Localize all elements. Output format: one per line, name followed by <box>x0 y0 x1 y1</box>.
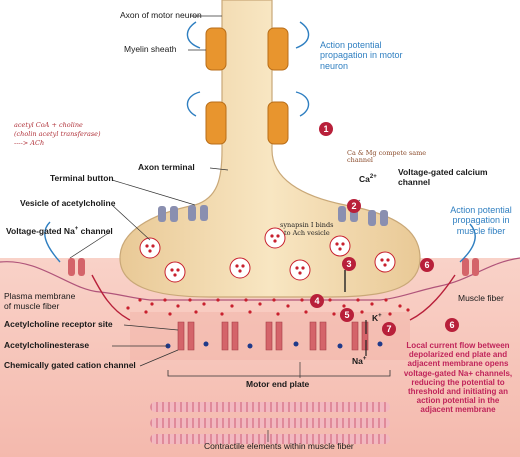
end-plate-bracket <box>167 370 391 377</box>
label-vg-na: Voltage-gated Na+ channel <box>6 225 113 236</box>
contractile-element-2 <box>150 418 390 428</box>
label-myelin: Myelin sheath <box>124 44 177 54</box>
label-ach-receptor: Acetylcholine receptor site <box>4 319 113 329</box>
note-ach-synthesis-3: ----> ACh <box>14 139 45 147</box>
myelin-sheath-3 <box>205 101 227 145</box>
vesicle-1 <box>139 237 161 259</box>
local-current-left <box>91 274 131 321</box>
calcium-channel-2 <box>188 205 208 221</box>
note-synapsin-2: to Ach vesicle <box>284 229 330 237</box>
vesicle-6 <box>329 235 351 257</box>
myelin-sheath-4 <box>267 101 289 145</box>
vesicle-7 <box>374 251 396 273</box>
label-contractile: Contractile elements within muscle fiber <box>204 441 354 451</box>
label-motor-end-plate: Motor end plate <box>246 379 310 389</box>
receptor-channels <box>177 321 369 351</box>
label-ache: Acetylcholinesterase <box>4 340 90 350</box>
ap-arrow-motor-3 <box>295 91 310 117</box>
ap-arrow-motor-1 <box>295 21 310 49</box>
label-ap-motor: Action potential propagation in motor ne… <box>320 40 403 71</box>
contractile-element-1 <box>150 402 390 412</box>
label-ca: Ca2+ <box>359 173 377 184</box>
label-chem-channel: Chemically gated cation channel <box>4 360 136 370</box>
step-2-marker: 2 <box>347 199 361 213</box>
label-axon-terminal: Axon terminal <box>138 162 195 172</box>
vesicle-2 <box>164 261 186 283</box>
vesicle-5 <box>289 259 311 281</box>
ap-arrow-motor-2 <box>186 21 201 49</box>
myelin-sheath-1 <box>205 27 227 71</box>
label-axon: Axon of motor neuron <box>120 10 202 20</box>
step-3-marker: 3 <box>342 257 356 271</box>
note-synapsin-1: synapsin I binds <box>280 221 334 229</box>
vg-na-channel-left <box>68 258 85 276</box>
ap-arrow-motor-4 <box>186 91 201 117</box>
vesicle-4 <box>264 227 286 249</box>
step-4-marker: 4 <box>310 294 324 308</box>
label-local-current: Local current flow between depolarized e… <box>403 341 513 415</box>
leader-lines <box>69 15 361 442</box>
label-na: Na+ <box>352 355 367 366</box>
label-vg-calcium: Voltage-gated calcium channel <box>398 167 488 187</box>
local-current-right <box>409 274 456 321</box>
note-ach-synthesis-2: (cholin acetyl transferase) <box>14 130 101 138</box>
step-5-marker: 5 <box>340 308 354 322</box>
step-7-marker: 7 <box>382 322 396 336</box>
vesicle-3 <box>229 257 251 279</box>
label-terminal-button: Terminal button <box>50 173 114 183</box>
step-6-marker-bottom: 6 <box>445 318 459 332</box>
contractile-element-3 <box>150 434 390 444</box>
calcium-channel-4 <box>368 210 388 226</box>
myelin-sheath-2 <box>267 27 289 71</box>
label-k: K+ <box>372 312 382 323</box>
sarcolemma <box>0 257 520 301</box>
vg-na-channel-right <box>462 258 479 276</box>
step-6-marker-top: 6 <box>420 258 434 272</box>
step-1-marker: 1 <box>319 122 333 136</box>
ap-muscle-arrow-left <box>44 221 61 263</box>
note-ca-mg: Ca & Mg compete same channel <box>347 149 427 165</box>
label-vesicle: Vesicle of acetylcholine <box>20 198 116 208</box>
label-plasma-membrane: Plasma membrane of muscle fiber <box>4 291 76 311</box>
note-ach-synthesis-1: acetyl CoA + choline <box>14 121 83 129</box>
ap-muscle-arrow-right <box>459 223 476 263</box>
label-muscle-fiber: Muscle fiber <box>458 293 504 303</box>
ach-molecules <box>126 298 410 316</box>
calcium-channel-1 <box>158 206 178 222</box>
label-ap-muscle: Action potential propagation in muscle f… <box>450 205 512 236</box>
